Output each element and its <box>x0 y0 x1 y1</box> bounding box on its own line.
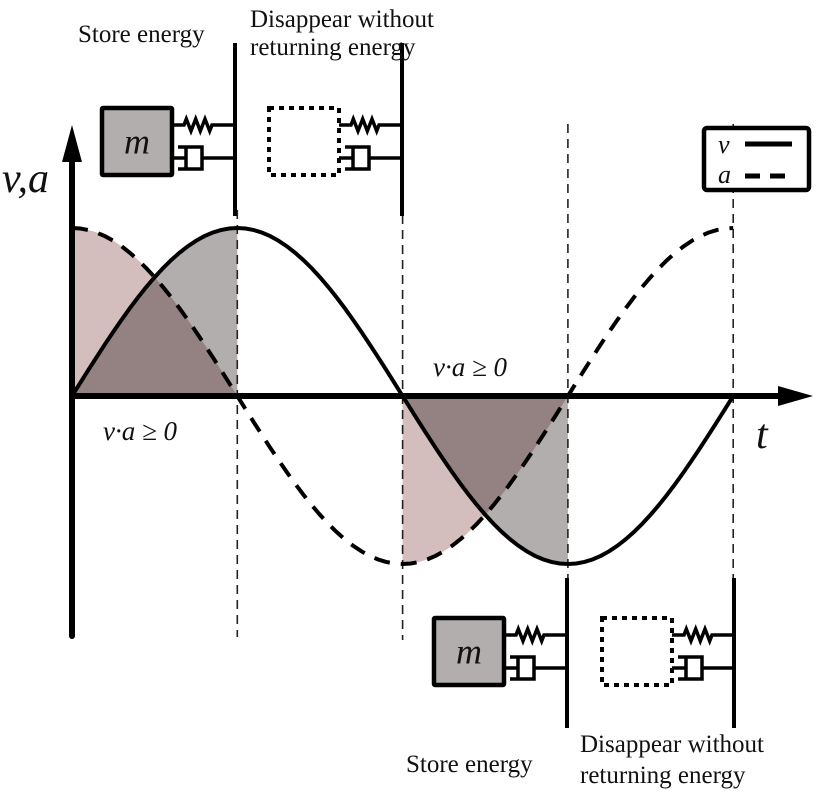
shaded-areas <box>72 228 568 564</box>
condition-label-2: v·a ≥ 0 <box>433 352 508 382</box>
mass-spring-damper-bottom-disappear <box>600 578 736 728</box>
mass-box <box>431 615 507 688</box>
mass-label: m <box>456 632 482 672</box>
spring-icon <box>172 114 235 136</box>
guide-lines <box>236 124 735 640</box>
legend-v-label: v <box>718 130 730 159</box>
vanished-mass-box <box>267 106 341 177</box>
spring-icon <box>672 624 734 646</box>
mass-spring-damper-top-store: m <box>99 43 237 216</box>
y-axis-label: v,a <box>2 156 49 202</box>
mass-label: m <box>124 122 150 162</box>
spring-icon <box>339 114 402 136</box>
mass-spring-damper-bottom-store: m <box>431 578 569 728</box>
bottom-disappear-label-line1: Disappear without <box>580 731 764 758</box>
mass-spring-damper-top-disappear <box>267 43 404 216</box>
top-disappear-label-line1: Disappear without <box>250 6 434 33</box>
condition-label-1: v·a ≥ 0 <box>103 416 178 446</box>
bottom-store-energy-label: Store energy <box>406 751 533 778</box>
x-axis-label: t <box>756 412 769 458</box>
axes: v,a t <box>2 125 813 639</box>
y-axis-arrow-icon <box>62 125 82 162</box>
top-disappear-label-line2: returning energy <box>250 34 416 61</box>
a-area-1 <box>72 228 238 396</box>
bottom-disappear-label-line2: returning energy <box>580 762 746 789</box>
vanished-mass-box <box>600 616 674 687</box>
series-a-line <box>71 226 734 567</box>
top-store-energy-label: Store energy <box>78 21 205 48</box>
legend: v a <box>701 125 812 193</box>
spring-icon <box>504 624 567 646</box>
mass-box <box>99 105 175 178</box>
x-axis-arrow-icon <box>778 386 813 406</box>
a-area-2 <box>402 396 568 564</box>
legend-a-label: a <box>718 160 731 189</box>
